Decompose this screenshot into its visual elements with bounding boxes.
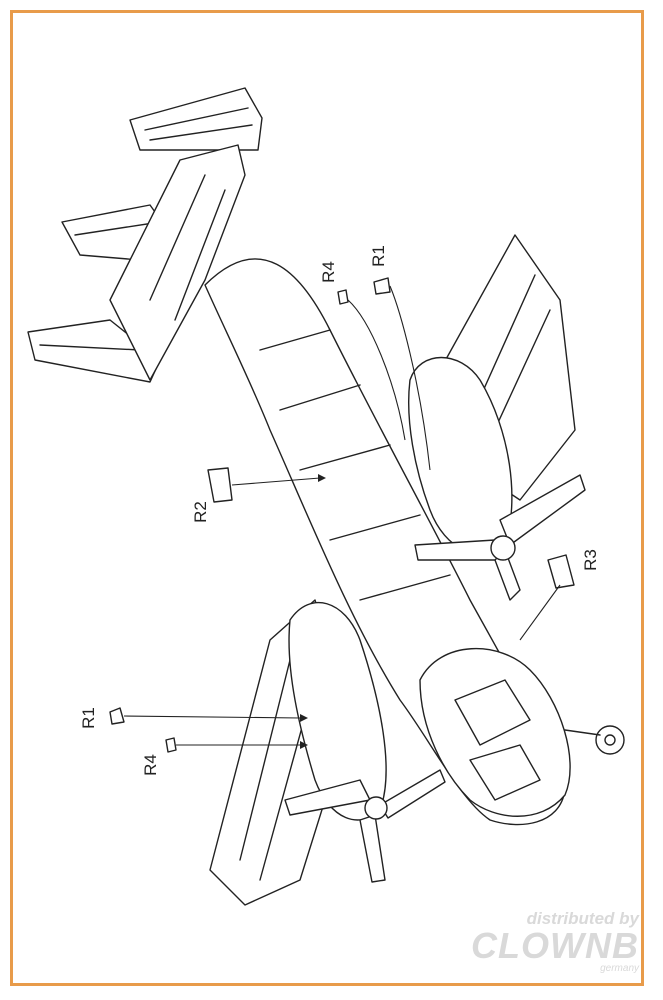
leader-r1-top [389,285,431,471]
label-r4-top: R4 [318,261,338,283]
part-r3 [547,554,575,589]
part-r4-left [165,737,177,753]
stabilizer [109,144,246,381]
leader-r1-left [123,715,301,719]
leader-r4-top [347,299,406,441]
part-r4-top [337,289,349,305]
label-r1-left: R1 [78,707,98,729]
distributor-watermark: distributed by CLOWNB germany [471,909,639,974]
part-r2 [207,467,233,503]
leader-r2 [231,477,321,486]
label-r2: R2 [190,501,210,523]
label-r4-left: R4 [140,754,160,776]
label-r3: R3 [580,549,600,571]
label-r1-top: R1 [368,245,388,267]
watermark-logo: CLOWNB [471,925,639,966]
left-propeller [284,779,371,816]
watermark-line1: distributed by [526,909,639,928]
part-r1-left [109,707,125,725]
page-frame [10,10,644,986]
watermark-line3: germany [600,963,639,974]
leader-r3 [519,584,561,641]
part-r1-top [373,277,391,295]
